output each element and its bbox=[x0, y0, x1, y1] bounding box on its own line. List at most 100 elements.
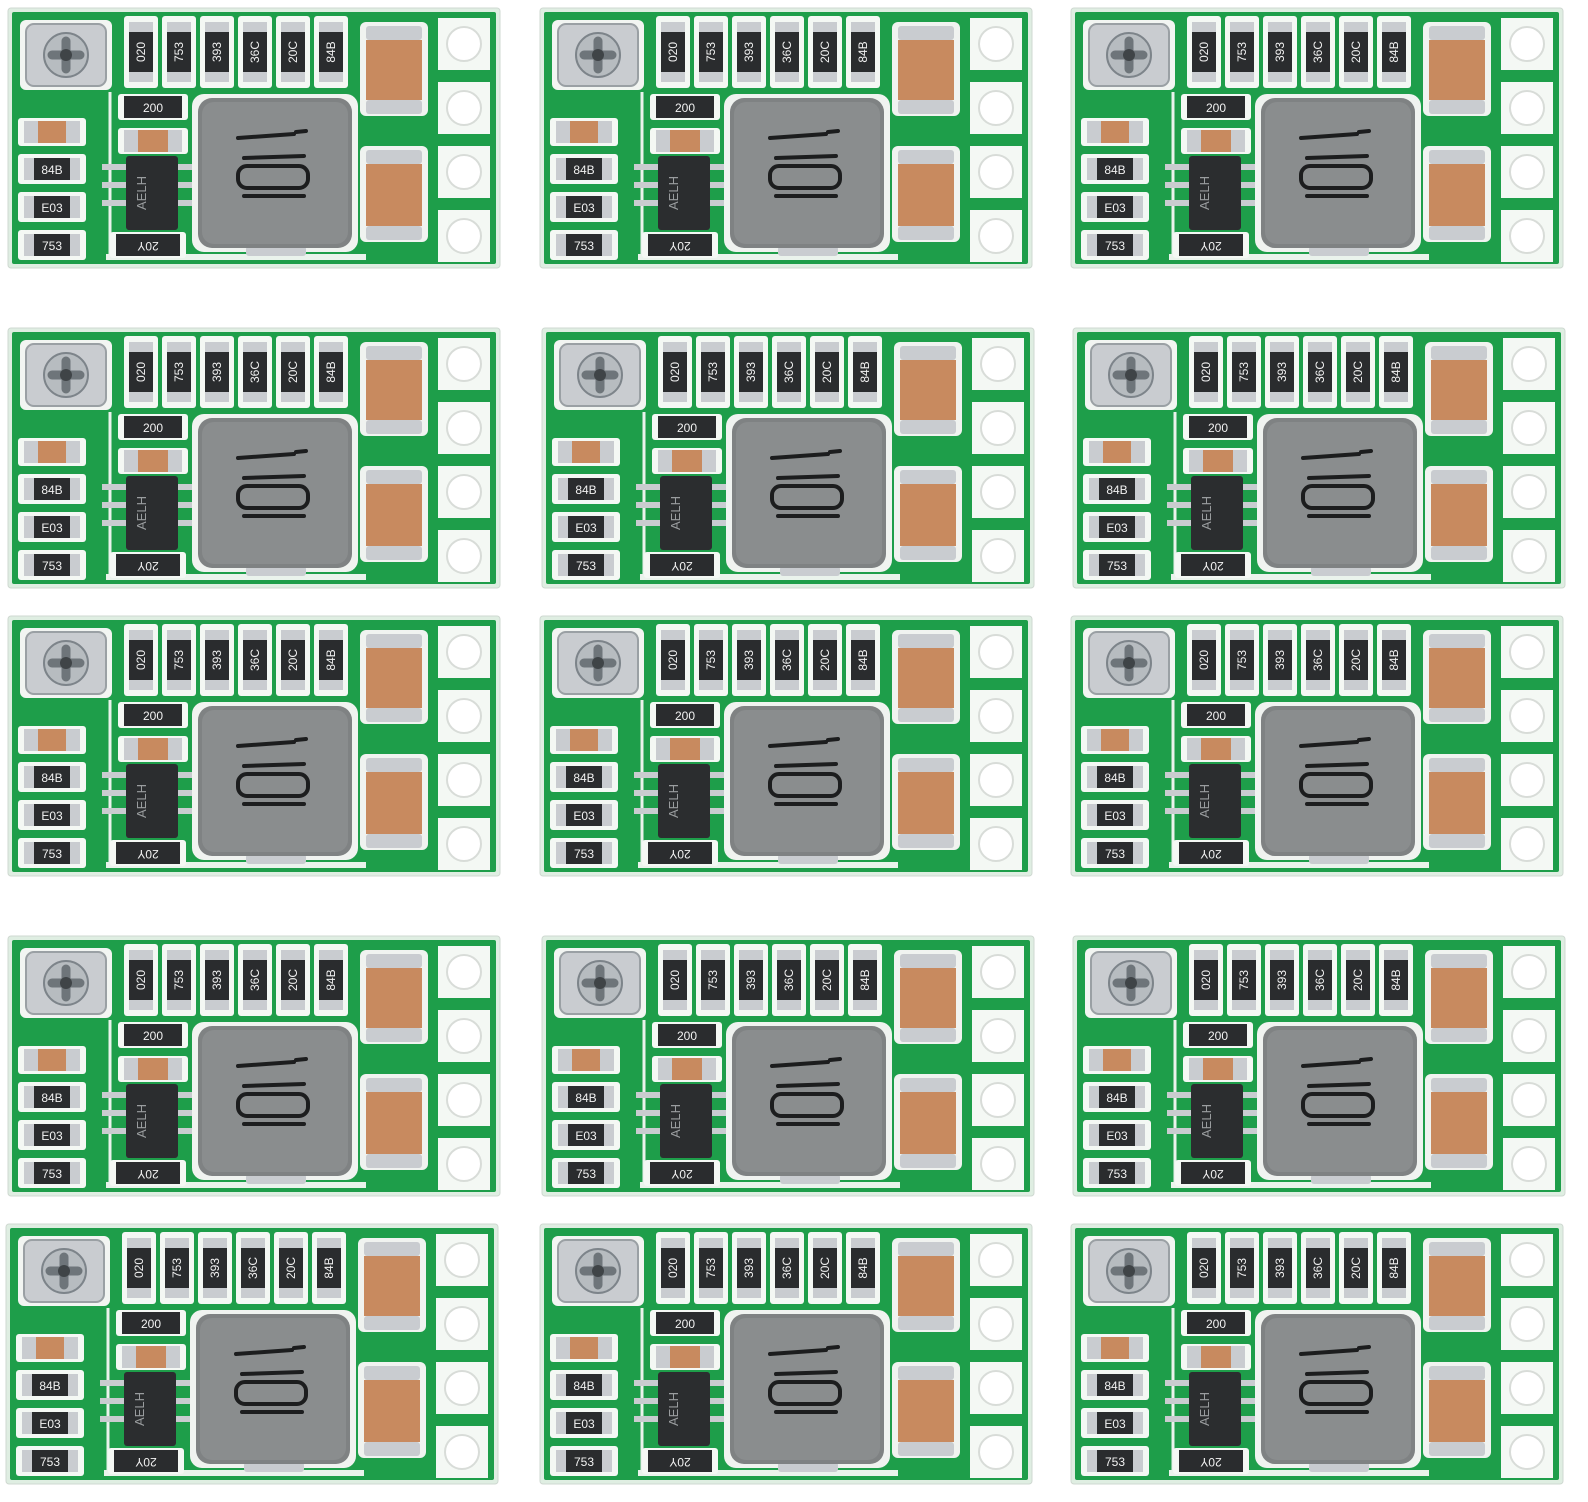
resistor: 753 bbox=[696, 336, 730, 408]
resistor-label: 84B bbox=[1106, 483, 1127, 497]
through-hole-pad-icon bbox=[1501, 626, 1553, 678]
resistor: 753 bbox=[694, 1232, 728, 1304]
resistor: 753 bbox=[1081, 838, 1149, 868]
through-hole-pad-icon bbox=[972, 466, 1024, 518]
resistor-200: 200 bbox=[650, 94, 720, 120]
trimmer-potentiometer-icon bbox=[18, 1236, 110, 1306]
resistor-label: 753 bbox=[1235, 1258, 1249, 1278]
ic-marking: AELH bbox=[1197, 176, 1212, 210]
small-capacitor-icon bbox=[652, 1056, 722, 1082]
sot23-6-chip-icon: AELH bbox=[102, 1084, 192, 1158]
resistor-label: 753 bbox=[576, 1167, 596, 1181]
ic-marking: AELH bbox=[666, 1392, 681, 1426]
smd-capacitor-icon bbox=[894, 1074, 962, 1170]
resistor-label: 753 bbox=[1237, 362, 1251, 382]
resistor: 393 bbox=[200, 944, 234, 1016]
resistor-200: 200 bbox=[1181, 94, 1251, 120]
through-hole-pad-column bbox=[438, 626, 490, 870]
resistor: E03 bbox=[1083, 1120, 1151, 1150]
resistor: 84B bbox=[18, 762, 86, 792]
resistor: 393 bbox=[198, 1232, 232, 1304]
resistor: 393 bbox=[1265, 336, 1299, 408]
resistor: 84B bbox=[1377, 16, 1411, 88]
resistor-label: 753 bbox=[172, 650, 186, 670]
resistor-label: 20C bbox=[286, 361, 300, 383]
resistor-200-label: 200 bbox=[1208, 421, 1228, 435]
through-hole-pad-icon bbox=[1503, 466, 1555, 518]
resistor: 84B bbox=[550, 762, 618, 792]
resistor: 20C bbox=[274, 1232, 308, 1304]
resistor-label: 84B bbox=[1387, 649, 1401, 670]
smd-capacitor-icon bbox=[360, 466, 428, 562]
resistor-label: 753 bbox=[1235, 650, 1249, 670]
resistor-20y: 20Y bbox=[1175, 552, 1251, 578]
resistor-label: 20C bbox=[818, 649, 832, 671]
resistor-20y-label: 20Y bbox=[135, 1455, 156, 1469]
smd-inductor-icon bbox=[1255, 702, 1421, 864]
through-hole-pad-icon bbox=[972, 402, 1024, 454]
trimmer-potentiometer-icon bbox=[552, 628, 644, 698]
through-hole-pad-icon bbox=[970, 1298, 1022, 1350]
through-hole-pad-column bbox=[436, 1234, 488, 1478]
through-hole-pad-column bbox=[970, 18, 1022, 262]
resistor-20y: 20Y bbox=[1173, 232, 1249, 258]
through-hole-pad-icon bbox=[438, 818, 490, 870]
trimmer-potentiometer-icon bbox=[1083, 1236, 1175, 1306]
resistor: 753 bbox=[550, 838, 618, 868]
resistor: 020 bbox=[124, 336, 158, 408]
resistor-label: 36C bbox=[1311, 649, 1325, 671]
through-hole-pad-column bbox=[438, 18, 490, 262]
through-hole-pad-icon bbox=[438, 18, 490, 70]
resistor: 753 bbox=[1227, 336, 1261, 408]
silkscreen-line bbox=[1169, 254, 1429, 260]
resistor: 20C bbox=[276, 944, 310, 1016]
resistor: 36C bbox=[1301, 624, 1335, 696]
resistor: 84B bbox=[18, 154, 86, 184]
through-hole-pad-icon bbox=[970, 1426, 1022, 1478]
resistor: 020 bbox=[656, 1232, 690, 1304]
trimmer-potentiometer-icon bbox=[20, 628, 112, 698]
smd-capacitor-icon bbox=[892, 754, 960, 850]
through-hole-pad-icon bbox=[438, 338, 490, 390]
resistor-label: 393 bbox=[1275, 970, 1289, 990]
through-hole-pad-icon bbox=[438, 466, 490, 518]
resistor-20y-label: 20Y bbox=[1202, 559, 1223, 573]
resistor: 020 bbox=[1189, 944, 1223, 1016]
resistor: 36C bbox=[1301, 16, 1335, 88]
through-hole-pad-icon bbox=[438, 210, 490, 262]
resistor: 36C bbox=[772, 944, 806, 1016]
resistor: E03 bbox=[550, 1408, 618, 1438]
sot23-6-chip-icon: AELH bbox=[1167, 476, 1257, 550]
ic-marking: AELH bbox=[1199, 1104, 1214, 1138]
resistor-label: 36C bbox=[782, 969, 796, 991]
trimmer-potentiometer-icon bbox=[20, 20, 112, 90]
resistor-label: 84B bbox=[856, 649, 870, 670]
through-hole-pad-icon bbox=[1501, 690, 1553, 742]
smd-inductor-icon bbox=[192, 1022, 358, 1184]
silkscreen-line bbox=[106, 254, 366, 260]
resistor: 753 bbox=[162, 336, 196, 408]
resistor-200: 200 bbox=[118, 1022, 188, 1048]
trimmer-potentiometer-icon bbox=[552, 20, 644, 90]
sot23-6-chip-icon: AELH bbox=[102, 156, 192, 230]
sot23-6-chip-icon: AELH bbox=[1165, 1372, 1255, 1446]
